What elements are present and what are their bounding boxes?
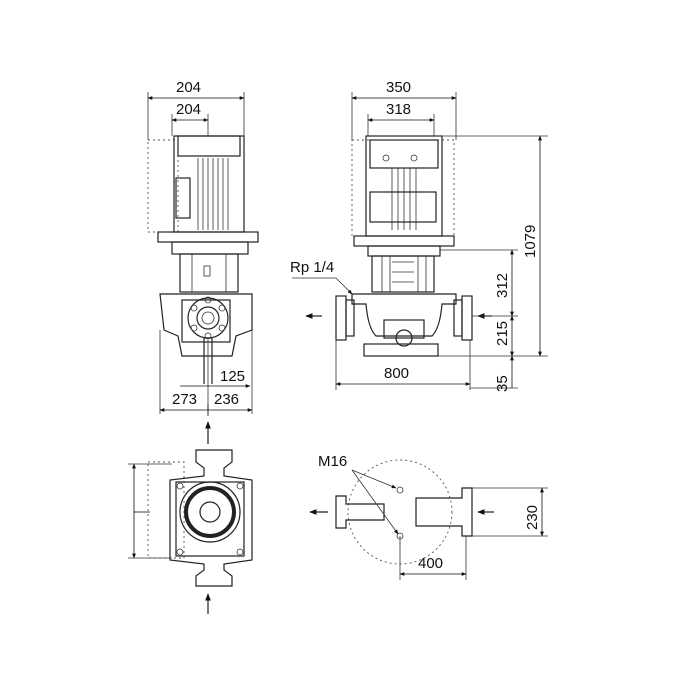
dim-side-width-outer: 350 <box>386 79 411 96</box>
front-view: 204 204 125 273 236 <box>147 79 259 416</box>
dim-left-half: 273 <box>172 391 197 408</box>
dim-front-width-inner: 204 <box>176 101 201 118</box>
dim-top-depth: 230 <box>524 505 541 530</box>
label-bolt: M16 <box>318 453 347 470</box>
foundation-view: M16 230 400 <box>309 453 548 580</box>
dim-right-half: 236 <box>214 391 239 408</box>
dim-bolt-spacing: 400 <box>418 555 443 572</box>
dim-port-length: 800 <box>384 365 409 382</box>
dim-base-height: 35 <box>494 375 511 392</box>
dim-flange-height: 215 <box>494 321 511 346</box>
dim-side-width-inner: 318 <box>386 101 411 118</box>
side-view: Rp 1/4 350 318 1079 312 215 35 800 <box>290 79 548 392</box>
dim-port-height: 312 <box>494 273 511 298</box>
dim-offset-small: 125 <box>220 368 245 385</box>
top-view <box>128 421 253 614</box>
dim-front-width-outer: 204 <box>176 79 201 96</box>
dim-total-height: 1079 <box>522 225 539 258</box>
label-rp: Rp 1/4 <box>290 259 334 276</box>
